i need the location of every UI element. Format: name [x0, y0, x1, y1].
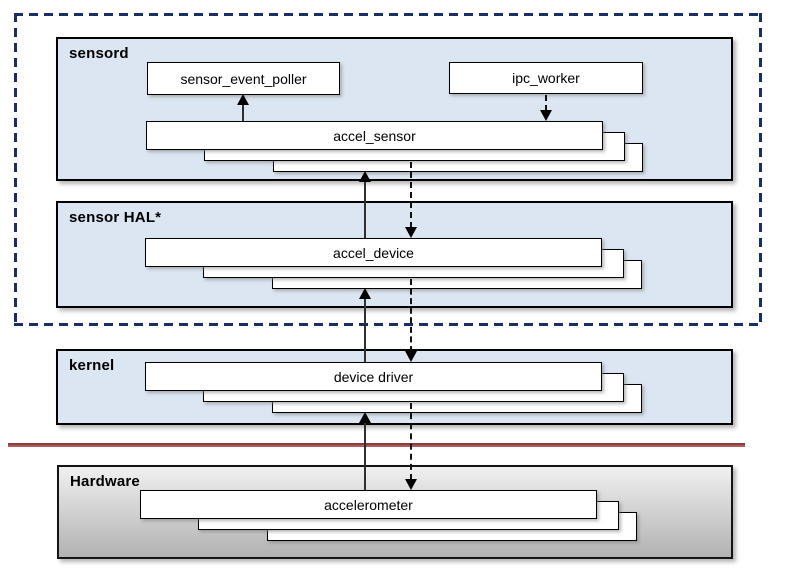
sensor-event-poller-label: sensor_event_poller	[180, 70, 307, 87]
arrow-down-ipc-worker-to-accel-sensor	[545, 95, 547, 111]
accelerometer-label: accelerometer	[324, 496, 413, 513]
arrowhead-down-a-icon	[405, 227, 417, 238]
accelerometer-box: accelerometer	[140, 490, 597, 519]
accel-device-box: accel_device	[145, 238, 602, 267]
accel-sensor-stack: accel_sensor	[146, 121, 643, 172]
layer-label-kernel: kernel	[69, 357, 115, 374]
ipc-worker-label: ipc_worker	[512, 70, 580, 86]
accel-sensor-label: accel_sensor	[333, 127, 416, 144]
kernel-hardware-separator-line	[8, 443, 745, 447]
accel-sensor-box: accel_sensor	[146, 121, 603, 150]
layer-label-sensord: sensord	[69, 45, 129, 62]
sensor-event-poller-box: sensor_event_poller	[147, 62, 340, 95]
device-driver-stack: device driver	[145, 362, 642, 413]
boundary-edge-bottom	[14, 323, 762, 326]
layer-label-hardware: Hardware	[70, 473, 140, 490]
arrow-down-accel-sensor-to-accel-device	[410, 162, 412, 228]
arrowhead-up-poller-icon	[237, 94, 249, 105]
arrowhead-down-ipc-icon	[540, 110, 552, 121]
daemon-scope-dashed-boundary	[14, 13, 762, 326]
accel-device-stack: accel_device	[145, 238, 642, 289]
arrow-up-accelerometer-to-device-driver	[364, 421, 366, 490]
ipc-worker-box: ipc_worker	[449, 62, 643, 94]
arrow-up-accel-sensor-to-poller	[242, 104, 244, 121]
arrow-up-accel-device-to-accel-sensor	[364, 180, 366, 238]
arrowhead-up-c-icon	[359, 412, 371, 423]
device-driver-box: device driver	[145, 362, 602, 391]
layer-label-sensor-hal: sensor HAL*	[69, 209, 162, 226]
arrowhead-up-a-icon	[359, 171, 371, 182]
arrow-up-device-driver-to-accel-device	[364, 297, 366, 362]
accel-device-label: accel_device	[333, 244, 414, 261]
accelerometer-stack: accelerometer	[140, 490, 637, 541]
arrow-down-accel-device-to-device-driver	[410, 279, 412, 352]
device-driver-label: device driver	[333, 368, 414, 385]
boundary-edge-right	[759, 13, 762, 326]
boundary-edge-top	[14, 13, 762, 16]
arrow-down-device-driver-to-accelerometer	[410, 403, 412, 480]
boundary-edge-left	[14, 13, 17, 326]
arrowhead-up-b-icon	[359, 288, 371, 299]
arrowhead-down-c-icon	[405, 479, 417, 490]
arrowhead-down-b-icon	[405, 351, 417, 362]
